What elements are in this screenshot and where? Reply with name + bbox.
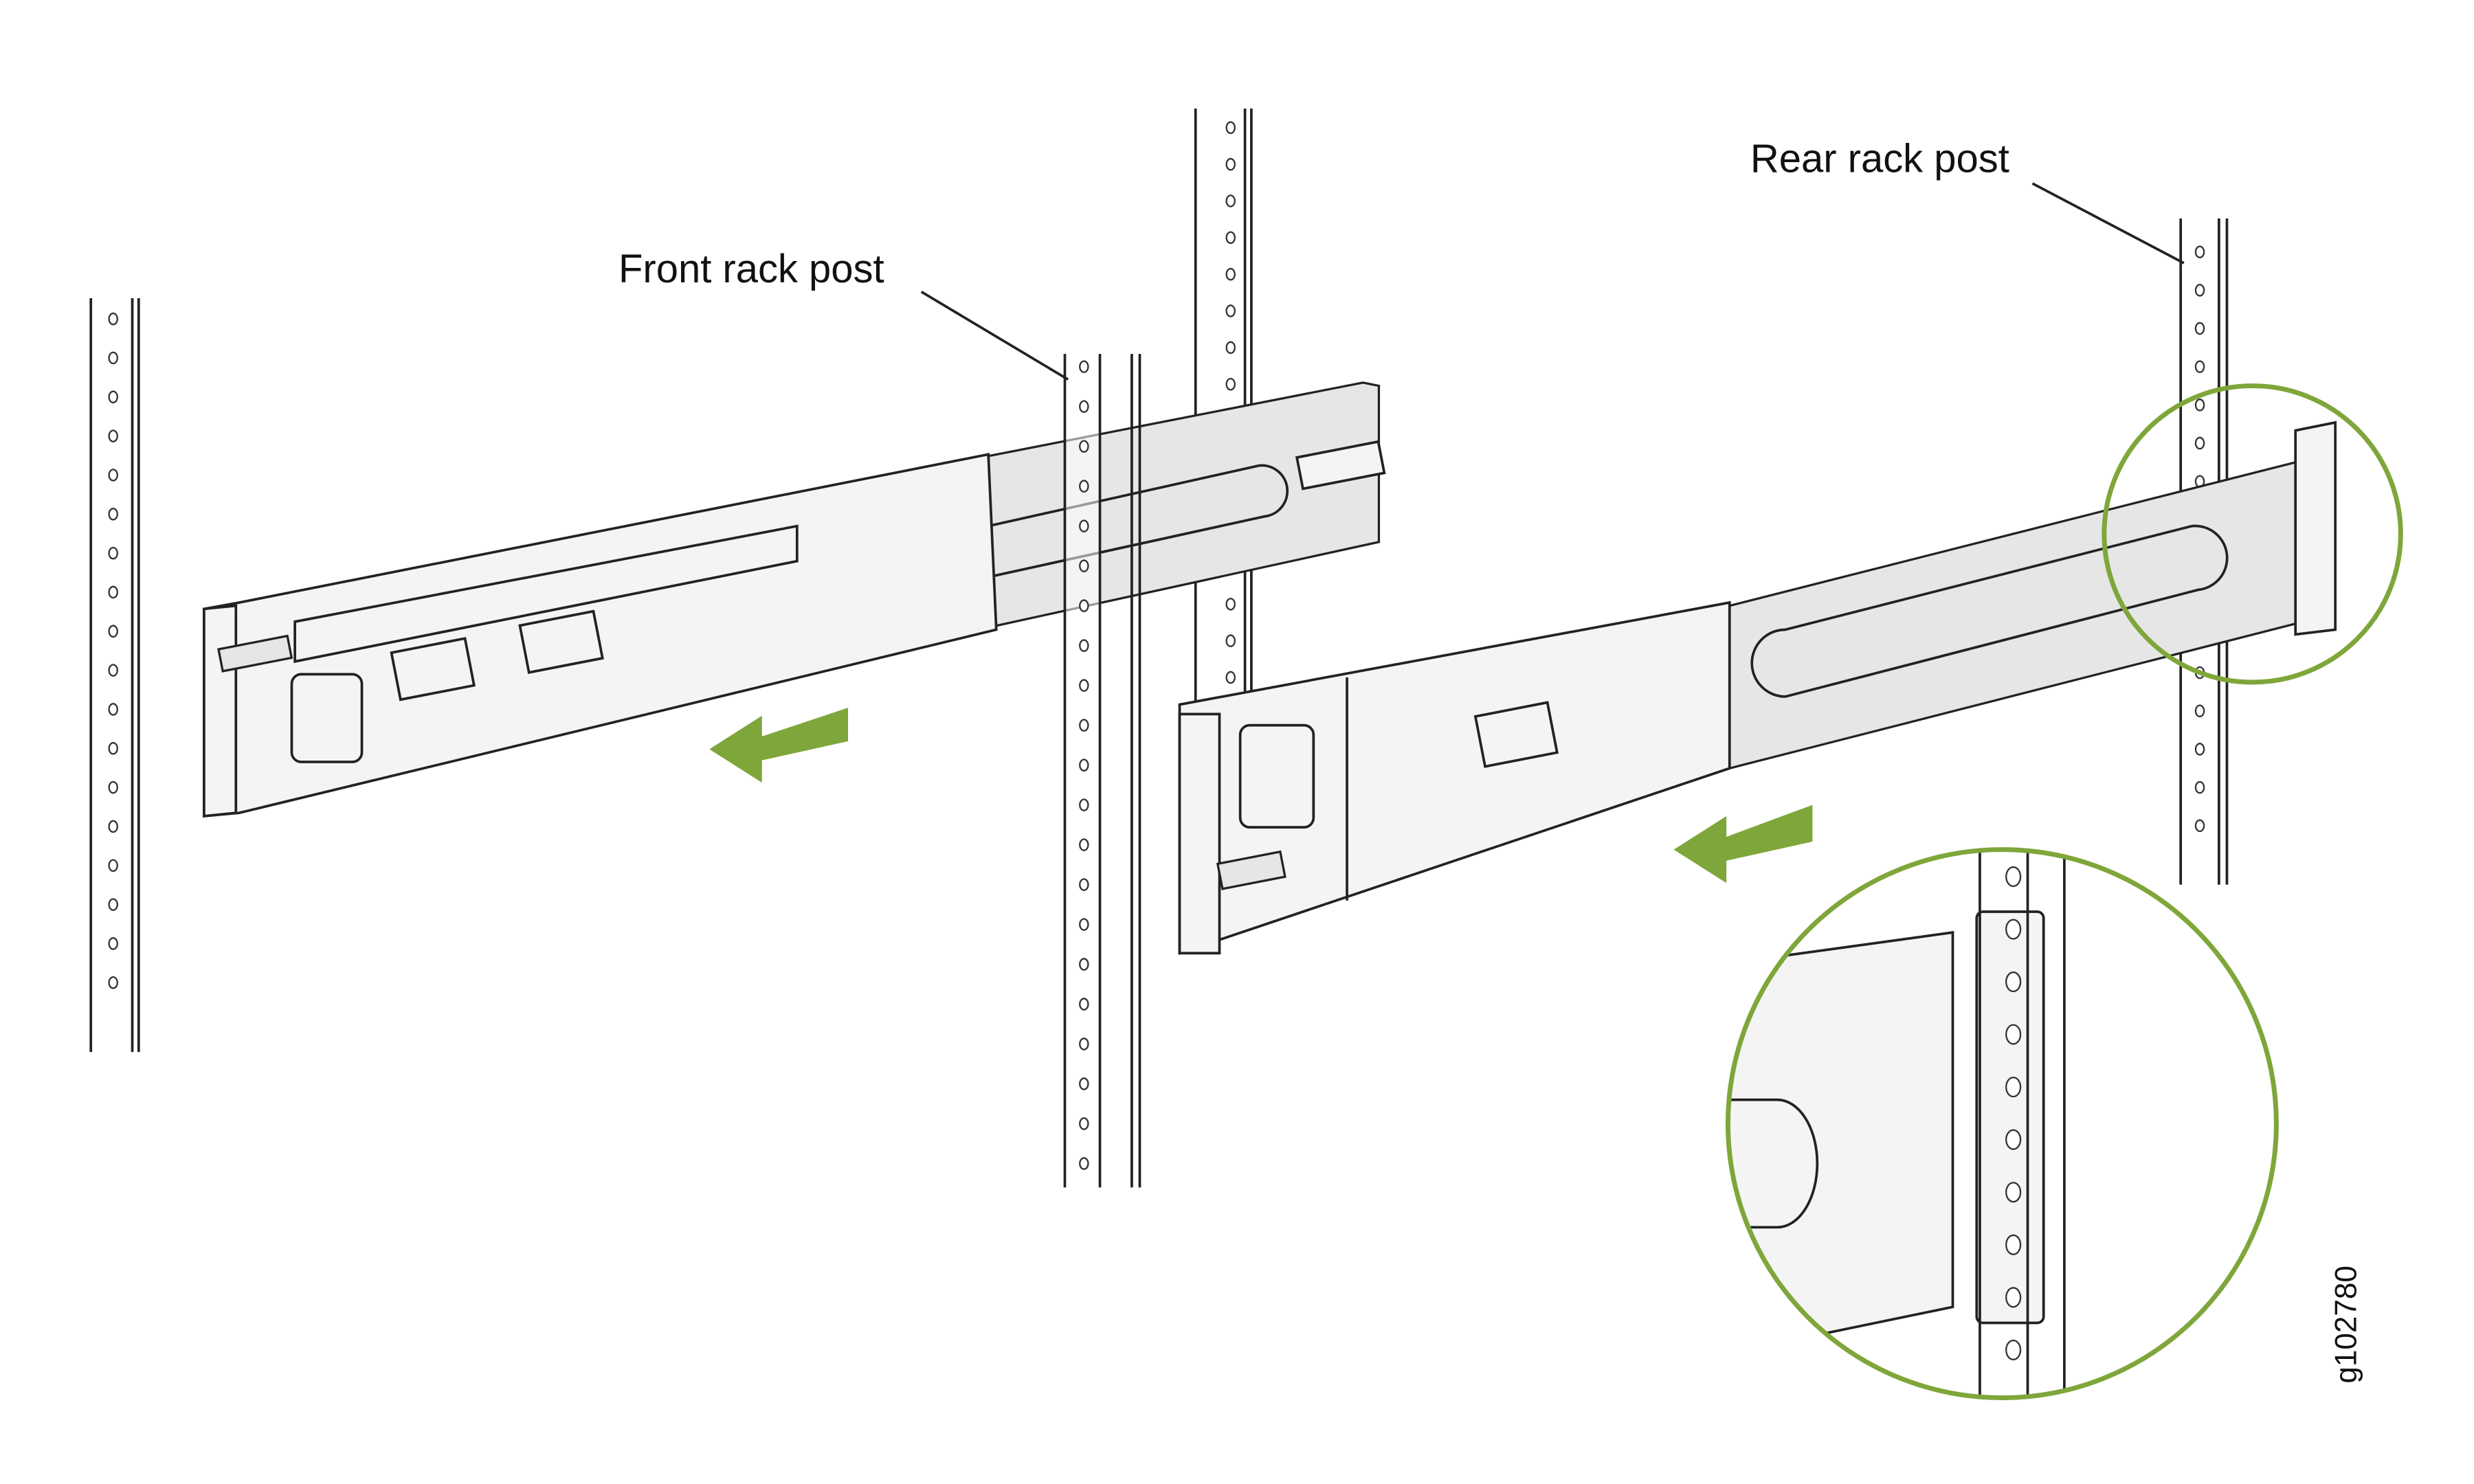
rack-hole xyxy=(2194,704,2205,718)
rack-hole xyxy=(1079,838,1089,851)
rack-hole xyxy=(1225,157,1236,171)
right-rail-assembly xyxy=(1178,420,2337,955)
rack-hole xyxy=(108,859,118,873)
front-rack-post-label: Front rack post xyxy=(618,247,884,291)
rack-hole xyxy=(108,780,118,794)
left-rail-assembly xyxy=(203,381,1386,818)
rack-hole xyxy=(108,976,118,989)
rack-hole xyxy=(2194,743,2205,756)
rack-hole xyxy=(1225,304,1236,317)
rack-hole xyxy=(2194,284,2205,297)
rack-hole xyxy=(108,508,118,521)
rack-hole xyxy=(2005,1129,2022,1150)
rack-hole xyxy=(1079,1117,1089,1130)
rack-hole xyxy=(108,429,118,442)
detail-zoom-view xyxy=(1725,847,2279,1400)
rack-hole xyxy=(1079,519,1089,532)
rack-hole xyxy=(1079,440,1089,453)
rack-hole xyxy=(1079,878,1089,891)
rack-hole xyxy=(108,351,118,365)
rack-hole xyxy=(1079,918,1089,931)
rack-hole xyxy=(1079,1077,1089,1090)
rack-hole xyxy=(1079,639,1089,652)
rack-hole xyxy=(2005,1182,2022,1203)
rack-hole xyxy=(1079,798,1089,811)
rack-hole xyxy=(1079,1157,1089,1170)
rack-hole xyxy=(2194,245,2205,259)
rack-hole xyxy=(2005,866,2022,888)
rack-hole xyxy=(1079,360,1089,374)
far-left-rack-post xyxy=(89,297,140,1053)
rack-hole xyxy=(2194,360,2205,374)
rack-hole xyxy=(2194,436,2205,450)
rack-hole xyxy=(2005,1287,2022,1308)
rack-hole xyxy=(108,898,118,911)
rack-hole xyxy=(2005,1339,2022,1361)
figure-id: g102780 xyxy=(2329,1266,2363,1384)
rack-hole xyxy=(1225,231,1236,245)
rack-hole xyxy=(108,703,118,716)
right-slide-arrow xyxy=(1673,805,1813,884)
rack-hole xyxy=(2194,819,2205,833)
rack-hole xyxy=(1079,599,1089,612)
rack-hole xyxy=(2194,398,2205,412)
rack-hole xyxy=(108,312,118,326)
rack-hole xyxy=(108,664,118,677)
rack-hole xyxy=(1079,400,1089,414)
left-slide-arrow xyxy=(709,708,849,783)
rack-hole xyxy=(1079,480,1089,493)
rack-hole xyxy=(1079,958,1089,971)
rack-hole xyxy=(1225,671,1236,684)
rack-hole xyxy=(1079,998,1089,1011)
rack-hole xyxy=(2005,1024,2022,1045)
rack-hole xyxy=(1225,598,1236,611)
rack-hole xyxy=(1079,679,1089,692)
rack-hole xyxy=(1225,341,1236,355)
rack-hole xyxy=(1225,634,1236,647)
rack-hole xyxy=(108,469,118,482)
rack-hole xyxy=(108,585,118,599)
rear-rack-post-label: Rear rack post xyxy=(1750,137,2009,181)
rack-hole xyxy=(1225,377,1236,391)
middle-back-rack-post xyxy=(1194,108,1253,701)
rack-hole xyxy=(108,820,118,833)
rack-hole xyxy=(108,937,118,950)
rack-hole xyxy=(108,390,118,404)
rack-hole xyxy=(1225,121,1236,135)
rack-hole xyxy=(108,625,118,638)
rack-hole xyxy=(1079,719,1089,732)
rack-hole xyxy=(2194,322,2205,335)
rack-hole xyxy=(2194,780,2205,794)
rack-hole xyxy=(2005,1234,2022,1255)
rack-hole xyxy=(1079,559,1089,572)
rack-hole xyxy=(2005,1077,2022,1098)
rack-hole xyxy=(1079,1037,1089,1050)
rack-hole xyxy=(1079,758,1089,772)
rack-hole xyxy=(1225,267,1236,281)
rack-hole xyxy=(1225,194,1236,207)
rack-hole xyxy=(2005,971,2022,993)
front-rack-post xyxy=(1063,354,1141,1188)
rack-hole xyxy=(2005,919,2022,940)
rack-hole xyxy=(108,546,118,560)
detail-highlight-circle xyxy=(2102,383,2403,685)
rack-hole xyxy=(108,742,118,755)
